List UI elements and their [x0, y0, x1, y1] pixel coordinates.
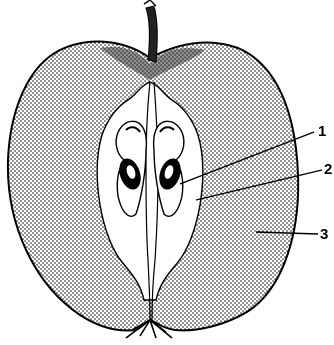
apple-stem [146, 6, 157, 62]
stem-tip [144, 0, 156, 6]
label-2: 2 [324, 161, 332, 178]
label-3: 3 [320, 226, 328, 243]
label-1: 1 [318, 123, 326, 140]
